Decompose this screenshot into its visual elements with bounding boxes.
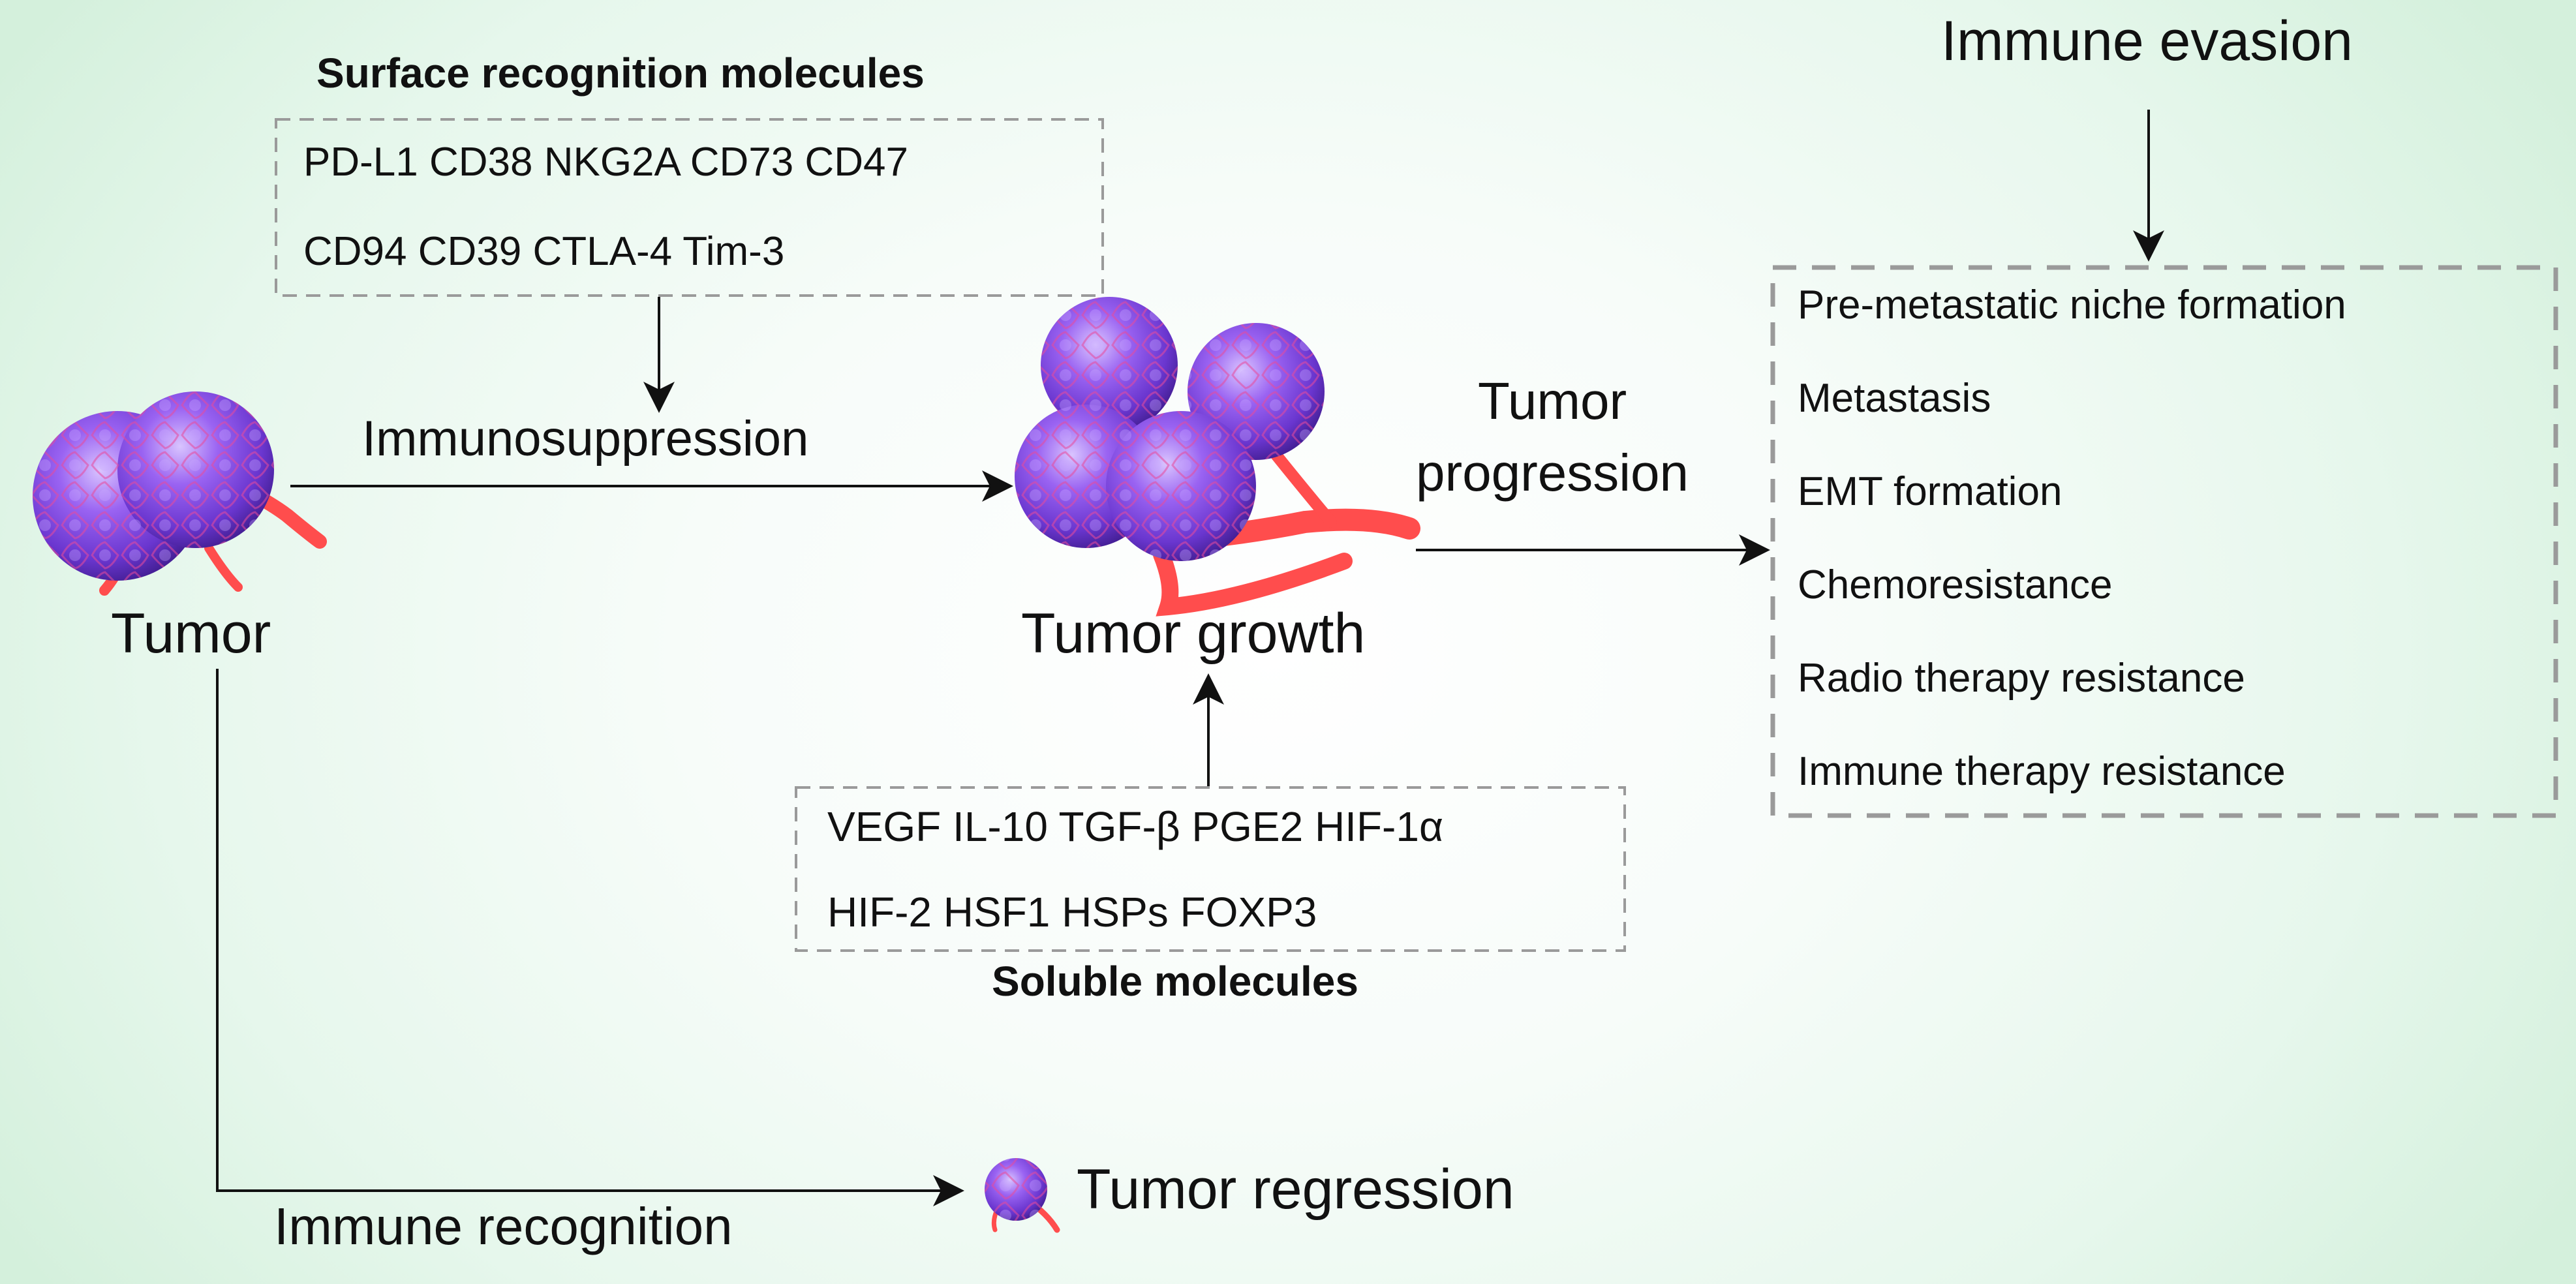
surface-molecules-line-1: PD-L1 CD38 NKG2A CD73 CD47 xyxy=(303,140,908,185)
outcome-item: Metastasis xyxy=(1798,376,1991,421)
soluble-molecules-title: Soluble molecules xyxy=(992,958,1358,1005)
immunosuppression-label: Immunosuppression xyxy=(362,411,809,466)
surface-molecules-title: Surface recognition molecules xyxy=(316,50,925,97)
outcome-item: EMT formation xyxy=(1798,469,2062,514)
outcomes-box xyxy=(1770,265,2558,818)
tumor-label: Tumor xyxy=(111,602,271,665)
surface-molecules-line-2: CD94 CD39 CTLA-4 Tim-3 xyxy=(303,229,785,274)
outcome-item: Chemoresistance xyxy=(1798,562,2113,607)
soluble-molecules-line-1: VEGF IL-10 TGF-β PGE2 HIF-1α xyxy=(827,803,1443,850)
immune-evasion-label: Immune evasion xyxy=(1941,10,2353,72)
immune-recognition-label: Immune recognition xyxy=(274,1197,733,1255)
outcome-item: Radio therapy resistance xyxy=(1798,656,2245,701)
tumor-regression-cell-icon xyxy=(985,1158,1060,1233)
tumor-progression-label-1: Tumor xyxy=(1478,372,1627,430)
outcome-item: Immune therapy resistance xyxy=(1798,749,2286,794)
arrow-tumor-to-regression-line xyxy=(216,669,964,1206)
tumor-growth-label: Tumor growth xyxy=(1021,602,1366,665)
outcome-item: Pre-metastatic niche formation xyxy=(1798,283,2346,328)
soluble-molecules-line-2: HIF-2 HSF1 HSPs FOXP3 xyxy=(827,889,1317,936)
surface-molecules-box xyxy=(275,118,1104,297)
tumor-progression-label-2: progression xyxy=(1416,444,1689,502)
tumor-regression-label: Tumor regression xyxy=(1077,1158,1514,1221)
tumor-growth-cluster-icon xyxy=(1015,297,1420,617)
tumor-cell-icon xyxy=(33,391,327,596)
